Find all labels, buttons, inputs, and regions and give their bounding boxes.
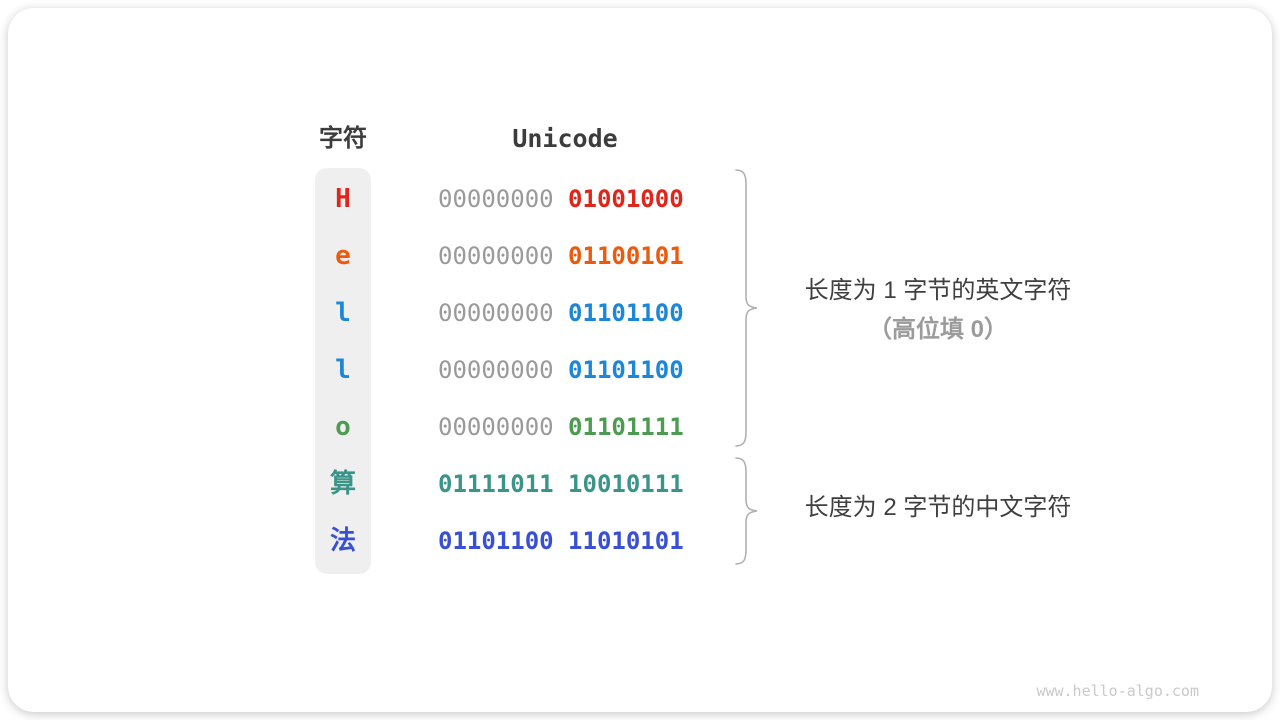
unicode-binary: 00000000 01101111 [438,399,684,456]
unicode-binary: 00000000 01001000 [438,171,684,228]
low-byte: 01001000 [568,185,684,213]
byte-gap [554,527,568,555]
annotation-english-line1: 长度为 1 字节的英文字符 [804,277,1072,304]
brace-english-group [735,169,758,447]
char-cell: 算 [329,469,356,499]
low-byte: 01101100 [568,299,684,327]
column-header-char: 字符 [319,125,367,152]
char-cell: l [335,298,351,328]
byte-gap [554,299,568,327]
low-byte: 01100101 [568,242,684,270]
byte-gap [554,185,568,213]
annotation-english-chars: 长度为 1 字节的英文字符 （高位填 0） [788,274,1088,347]
low-byte: 11010101 [568,527,684,555]
annotation-english-line2: （高位填 0） [867,316,1008,343]
char-cell: o [335,412,351,442]
unicode-binary: 00000000 01101100 [438,342,684,399]
char-cell: 法 [329,526,356,556]
table-row: H 00000000 01001000 [8,171,1280,228]
byte-gap [554,470,568,498]
table-row: 算 01111011 10010111 [8,456,1280,513]
low-byte: 01101100 [568,356,684,384]
table-row: l 00000000 01101100 [8,285,1280,342]
unicode-binary: 00000000 01100101 [438,228,684,285]
watermark: www.hello-algo.com [1036,682,1199,700]
high-byte: 01101100 [438,527,554,555]
unicode-binary: 01111011 10010111 [438,456,684,513]
unicode-binary: 00000000 01101100 [438,285,684,342]
table-row: o 00000000 01101111 [8,399,1280,456]
annotation-chinese-line1: 长度为 2 字节的中文字符 [804,494,1072,521]
char-column-background [315,168,371,574]
figure-card: 字符 Unicode H 00000000 01001000 e 0000000… [8,8,1272,712]
unicode-binary: 01101100 11010101 [438,513,684,570]
high-byte: 00000000 [438,185,554,213]
byte-gap [554,356,568,384]
char-cell: e [335,241,351,271]
high-byte: 00000000 [438,356,554,384]
byte-gap [554,413,568,441]
annotation-chinese-chars: 长度为 2 字节的中文字符 [788,491,1088,525]
low-byte: 01101111 [568,413,684,441]
high-byte: 00000000 [438,299,554,327]
table-row: 法 01101100 11010101 [8,513,1280,570]
byte-gap [554,242,568,270]
high-byte: 00000000 [438,242,554,270]
char-cell: H [335,184,351,214]
brace-chinese-group [735,457,758,565]
table-row: l 00000000 01101100 [8,342,1280,399]
high-byte: 00000000 [438,413,554,441]
table-row: e 00000000 01100101 [8,228,1280,285]
column-header-unicode: Unicode [512,124,618,153]
char-cell: l [335,355,351,385]
high-byte: 01111011 [438,470,554,498]
low-byte: 10010111 [568,470,684,498]
